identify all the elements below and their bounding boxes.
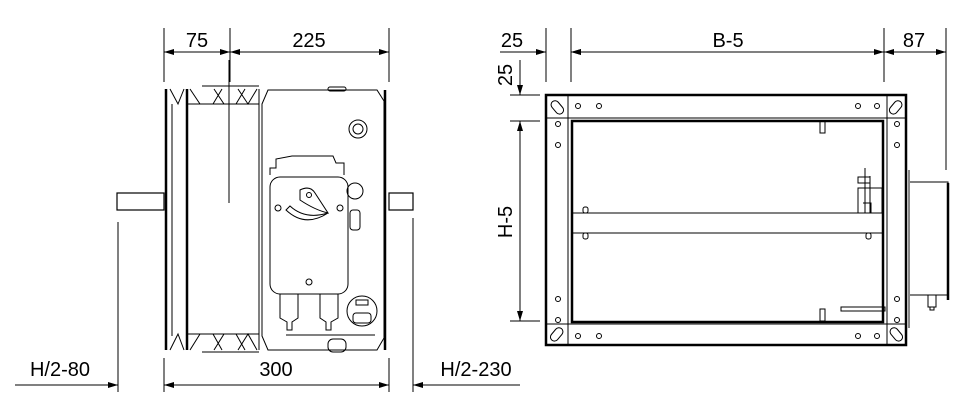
right-shaft — [388, 192, 414, 211]
corner-slots — [549, 100, 904, 342]
connector — [346, 295, 378, 327]
actuator-housing — [261, 86, 387, 353]
dim-label-h5: H-5 — [495, 206, 517, 238]
left-shaft — [116, 192, 165, 211]
position-indicator — [299, 187, 330, 214]
side-view: 75 225 300 H/2-80 H/2-230 — [15, 28, 520, 392]
dim-label-300: 300 — [259, 359, 292, 381]
indicator-knob — [348, 119, 368, 139]
bolt-holes — [555, 103, 900, 339]
dim-label-h2-80: H/2-80 — [30, 359, 90, 381]
front-extension-lines — [510, 28, 947, 322]
damper-blade — [572, 120, 886, 322]
side-actuator — [908, 170, 950, 328]
side-extension-lines — [117, 28, 414, 392]
frame-corner-lines — [546, 95, 906, 345]
dim-label-h2-230: H/2-230 — [440, 359, 511, 381]
dim-label-b5: B-5 — [712, 30, 743, 52]
actuator-motor — [269, 176, 349, 295]
dim-label-25-top: 25 — [501, 30, 523, 52]
front-view: 25 B-5 87 25 H-5 — [495, 28, 950, 347]
dim-label-87: 87 — [903, 30, 925, 52]
outer-frame — [544, 93, 908, 347]
dim-label-75: 75 — [186, 30, 208, 52]
dim-label-25-left: 25 — [495, 64, 517, 86]
flange-section — [164, 60, 260, 353]
inner-opening — [570, 119, 885, 324]
dim-label-225: 225 — [292, 30, 325, 52]
